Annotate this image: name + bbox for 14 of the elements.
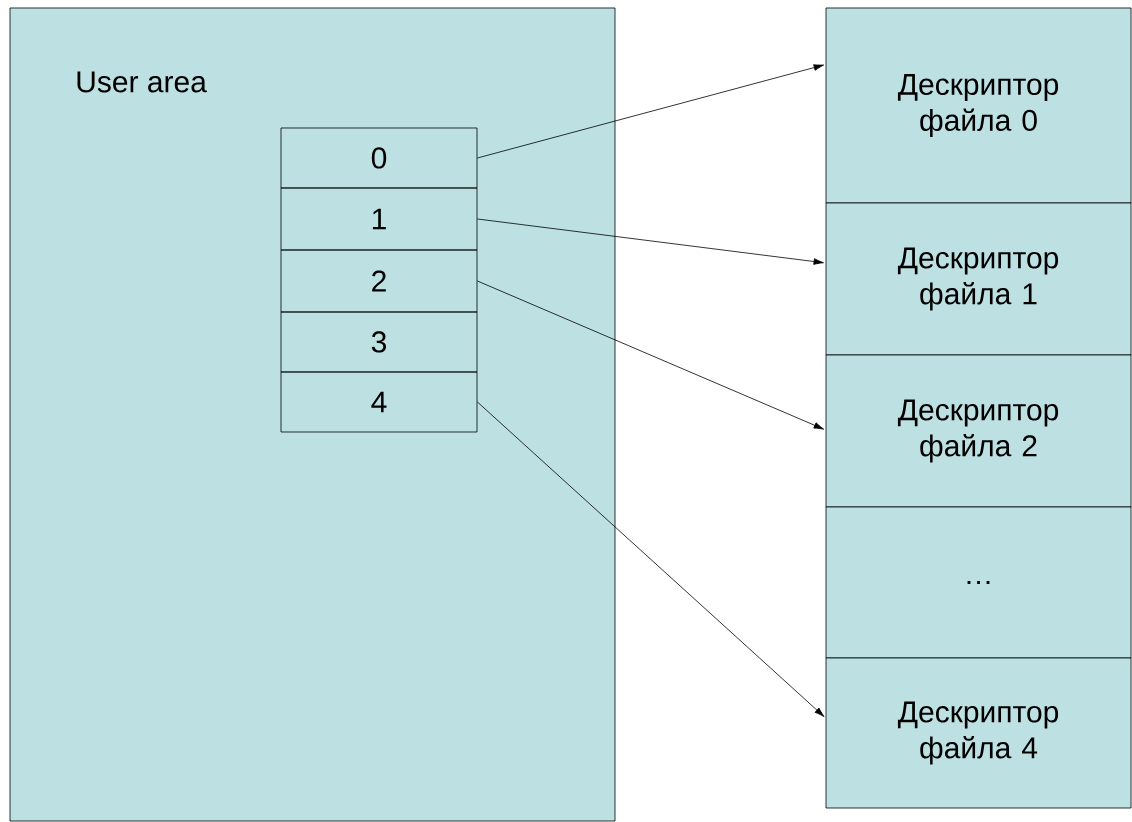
table-cell: 0 (280, 127, 478, 189)
descriptor-box: Дескриптор файла 1 (825, 202, 1132, 356)
table-cell: 1 (280, 187, 478, 251)
arrow (477, 401, 825, 717)
table-cell: 4 (280, 371, 478, 433)
ellipsis-box: … (825, 506, 1132, 659)
descriptor-box: Дескриптор файла 2 (825, 354, 1132, 508)
arrow (477, 218, 824, 265)
table-cell: 2 (280, 249, 478, 313)
arrow (477, 64, 824, 159)
table-cell: 3 (280, 311, 478, 373)
arrow (477, 280, 825, 430)
descriptor-box: Дескриптор файла 0 (825, 7, 1132, 204)
descriptor-box: Дескриптор файла 4 (825, 657, 1132, 809)
